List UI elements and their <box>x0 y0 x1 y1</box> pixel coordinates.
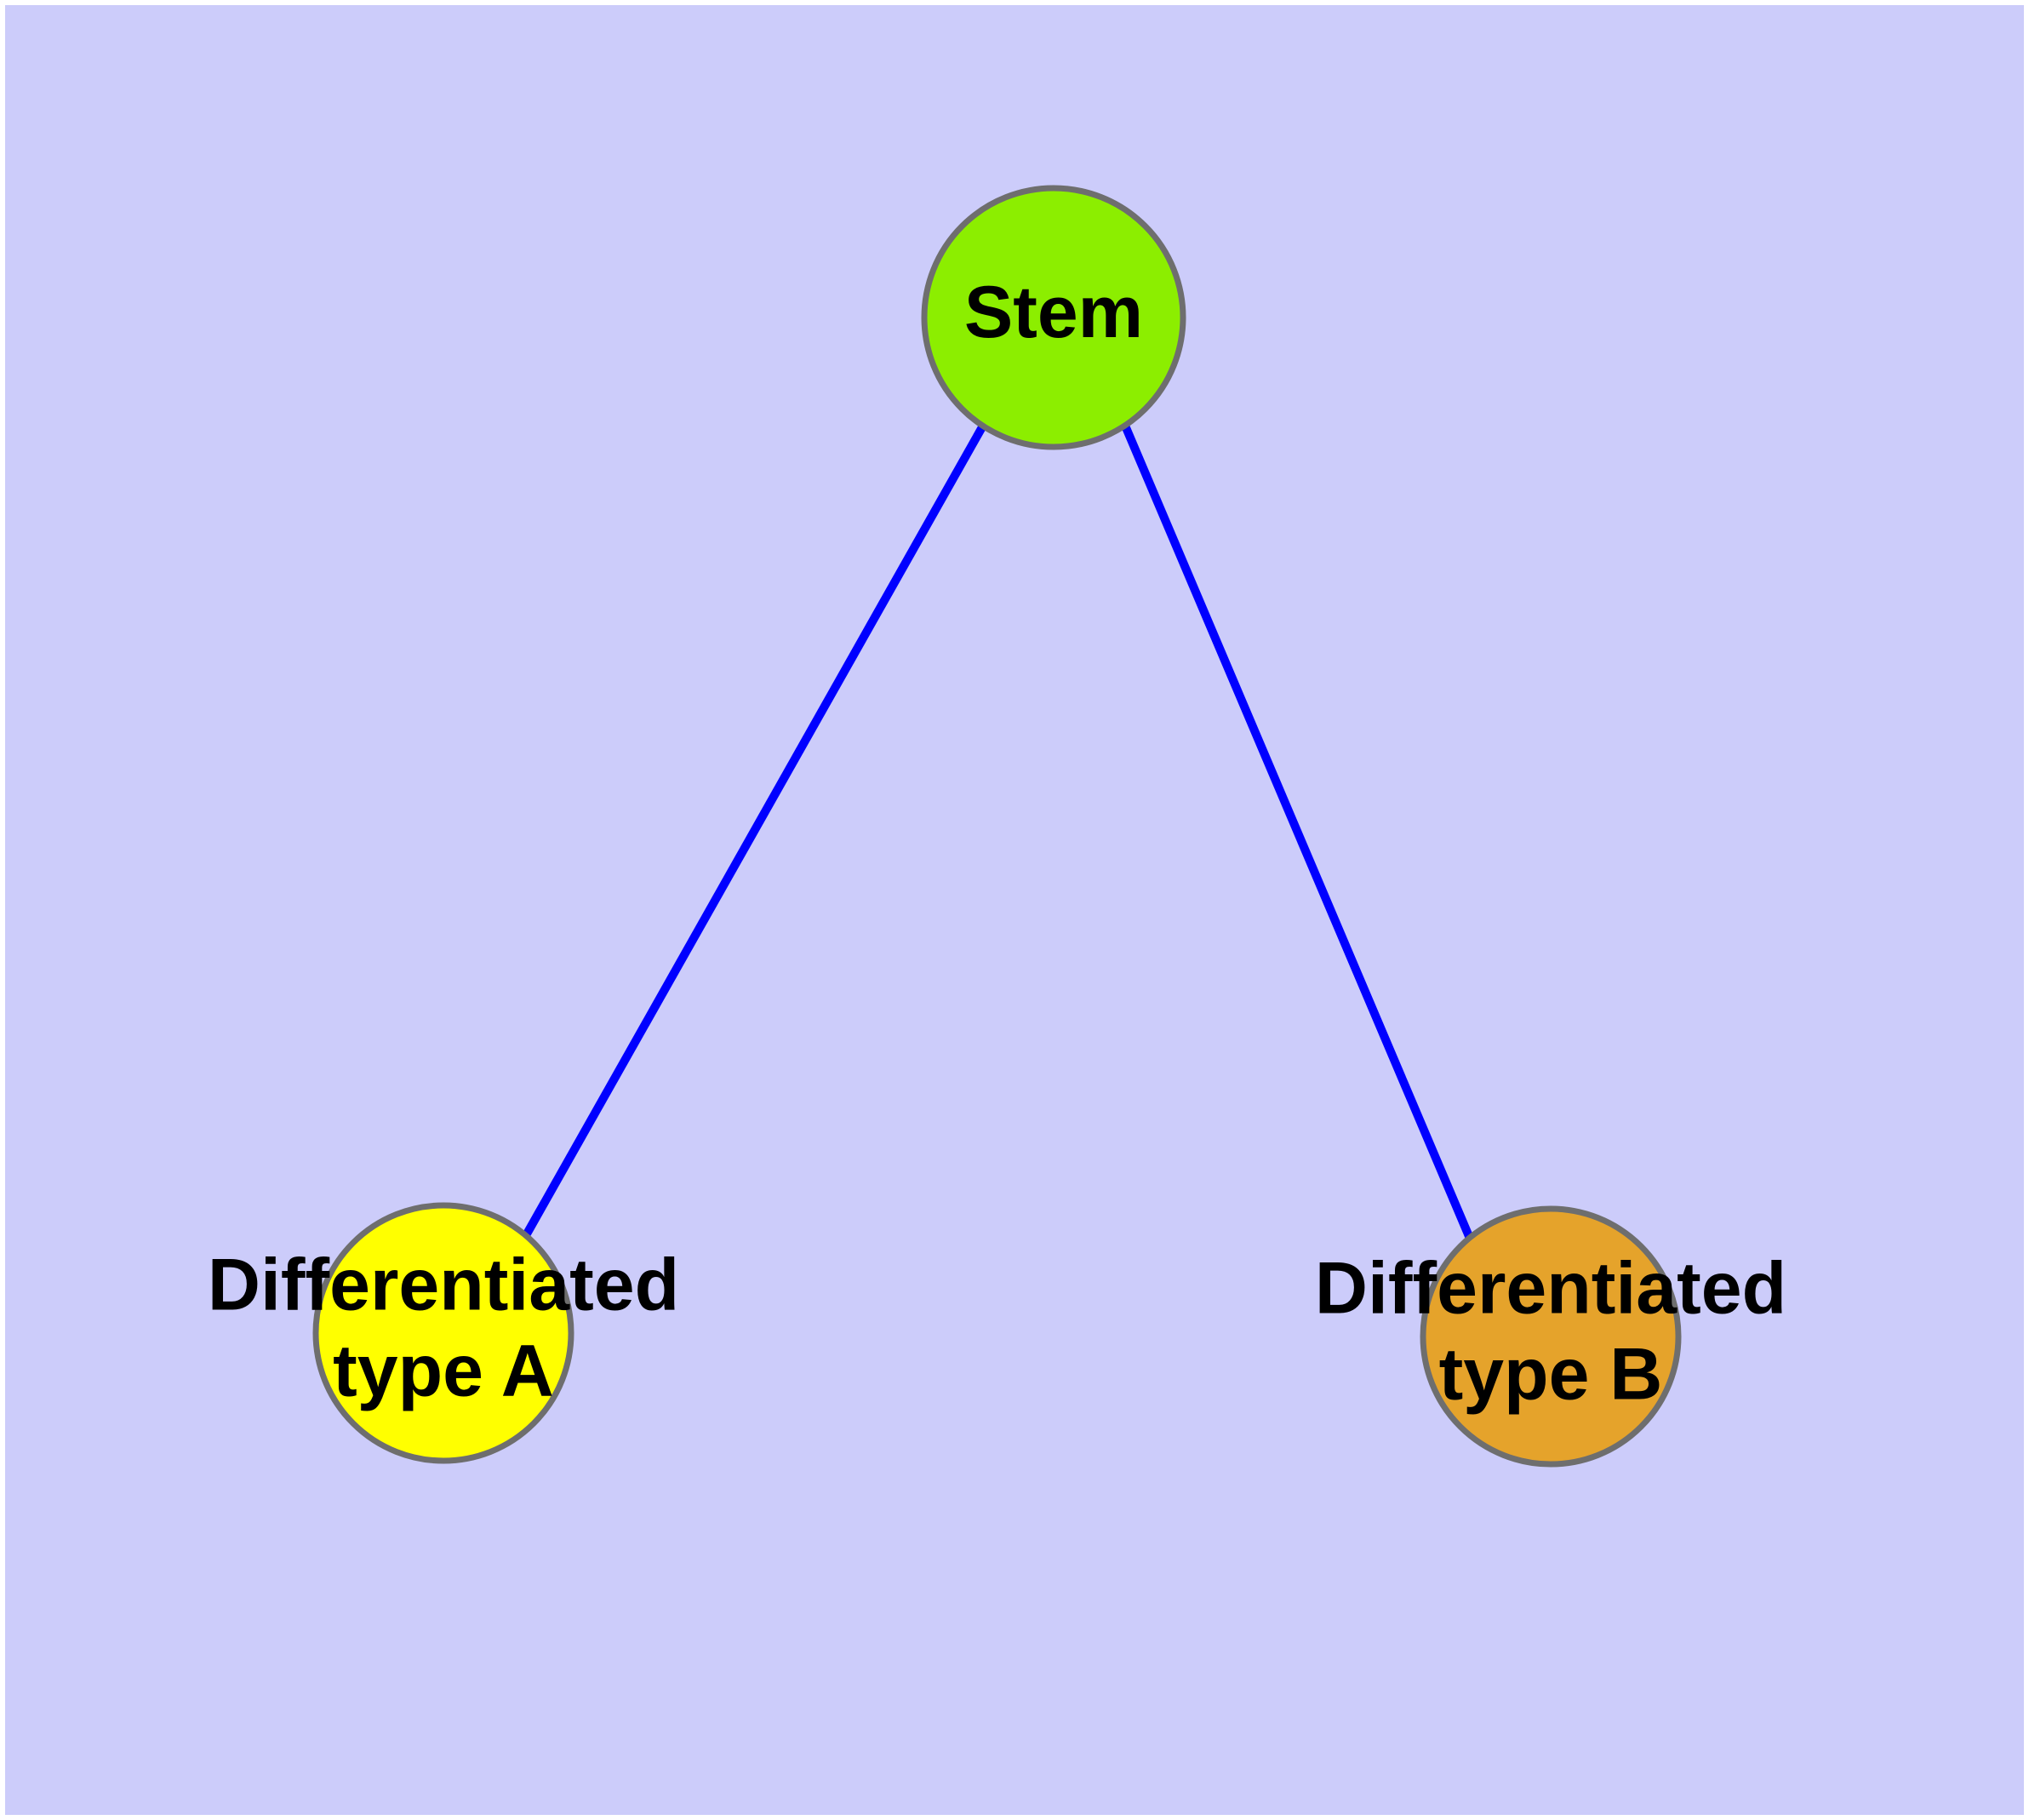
edges-group <box>521 423 1475 1242</box>
node-label-line: Stem <box>964 272 1143 353</box>
node-stem-label: Stem <box>964 272 1143 353</box>
nodes-group <box>312 185 1682 1468</box>
edge-stem-to-differentiated-type-a[interactable] <box>521 423 987 1239</box>
node-label-line: Differentiated <box>208 1244 679 1325</box>
node-label-line: Differentiated <box>1315 1247 1786 1329</box>
node-differentiated-type-a-circle[interactable] <box>312 1202 574 1464</box>
node-differentiated-type-b-circle[interactable] <box>1420 1205 1682 1468</box>
edge-stem-to-differentiated-type-b[interactable] <box>1121 424 1475 1242</box>
node-label-line: type B <box>1439 1333 1663 1415</box>
node-stem-circle[interactable] <box>921 185 1186 450</box>
node-label-line: type A <box>333 1330 554 1411</box>
